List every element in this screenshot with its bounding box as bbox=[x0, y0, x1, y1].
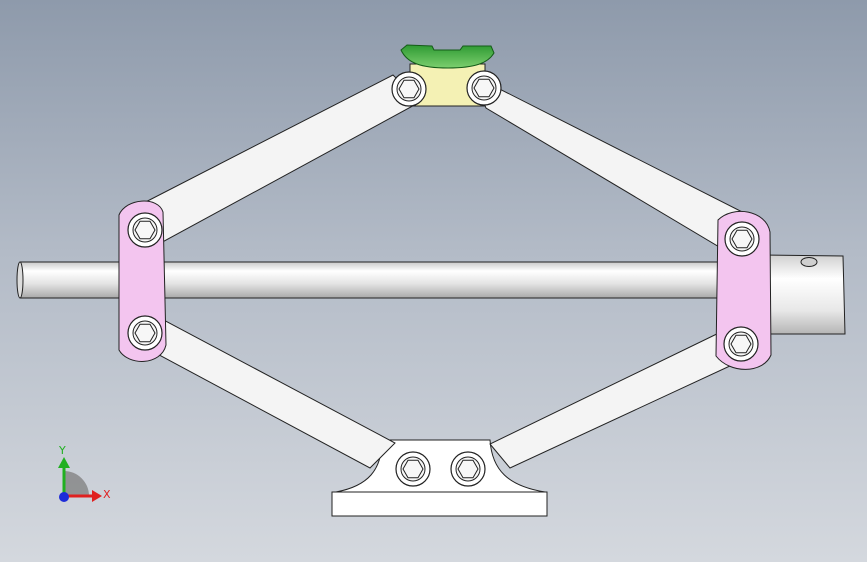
pin-right-lower[interactable] bbox=[723, 326, 759, 362]
triad-x-arrow bbox=[92, 490, 102, 502]
screw-end-left bbox=[16, 261, 24, 299]
saddle-cup[interactable] bbox=[400, 44, 495, 69]
pin-left-lower[interactable] bbox=[127, 315, 163, 351]
arm-upper-left[interactable] bbox=[129, 74, 421, 246]
pin-left-upper[interactable] bbox=[127, 212, 163, 248]
pin-top-left[interactable] bbox=[391, 71, 427, 107]
triad-y-arrow bbox=[58, 457, 70, 468]
pin-right-upper[interactable] bbox=[724, 221, 760, 257]
base-block[interactable] bbox=[331, 439, 548, 517]
pivot-pins[interactable] bbox=[127, 70, 760, 487]
triad-plane-arc bbox=[64, 471, 89, 496]
triad-x-label: X bbox=[103, 488, 111, 501]
pin-base-right[interactable] bbox=[450, 451, 486, 487]
base-plate bbox=[331, 491, 548, 517]
pin-base-left[interactable] bbox=[395, 451, 431, 487]
sleeve-hole bbox=[800, 257, 818, 267]
triad-y-label: Y bbox=[58, 444, 66, 457]
pin-top-right[interactable] bbox=[466, 70, 502, 106]
base-upright bbox=[335, 439, 546, 493]
triad-z-axis bbox=[59, 492, 69, 502]
screw-sleeve[interactable] bbox=[759, 254, 846, 335]
axis-triad: Y X bbox=[58, 444, 111, 502]
scissor-arms[interactable] bbox=[120, 73, 763, 469]
